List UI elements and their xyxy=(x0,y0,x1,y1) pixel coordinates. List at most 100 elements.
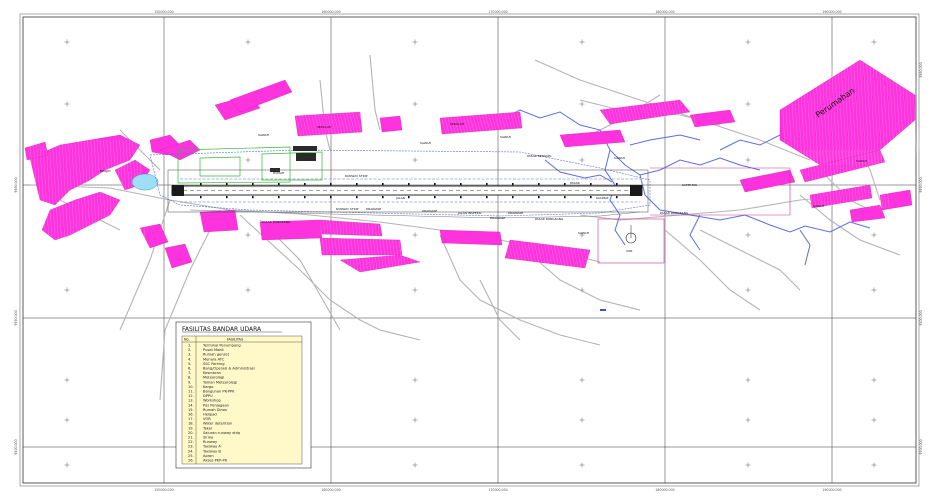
hatch-line xyxy=(549,239,556,269)
hatch-line xyxy=(872,59,879,166)
hatch-line xyxy=(641,99,648,125)
hatch-line xyxy=(647,99,655,125)
legend-row-number: 26. xyxy=(188,459,194,463)
legend-row-number: 3. xyxy=(188,353,191,357)
hatch-line xyxy=(406,219,413,273)
top-tick-4: 180000.000 xyxy=(655,10,674,14)
hatch-line xyxy=(377,219,384,273)
hatch-line xyxy=(882,59,889,166)
hatch-line xyxy=(530,239,537,269)
hatch-line xyxy=(468,111,475,135)
legend-row-number: 19. xyxy=(188,426,194,430)
hatch-line xyxy=(342,111,350,137)
legend-row-name: Taxiway A xyxy=(202,445,221,449)
hatch-line xyxy=(609,99,616,125)
hatch-line xyxy=(808,59,815,166)
label-runway-strip: RUNWAY STRIP xyxy=(345,174,368,178)
hatch-line xyxy=(459,111,466,135)
runway-edge-marker xyxy=(564,196,566,199)
bottom-tick-3: 170000.000 xyxy=(488,488,507,492)
hatch-line xyxy=(847,59,854,166)
hatch-line xyxy=(90,139,97,241)
legend-row-name: Kargo xyxy=(203,385,213,389)
hatch-line xyxy=(396,219,403,273)
hatch-line xyxy=(860,149,867,209)
hatch-line xyxy=(339,111,346,137)
hatch-line xyxy=(55,139,62,241)
runway-edge-marker xyxy=(460,183,462,186)
vor-site xyxy=(597,218,665,264)
hatch-line xyxy=(39,139,46,241)
hatch-line xyxy=(524,239,531,269)
hatch-line xyxy=(562,239,569,269)
taxiway-lines xyxy=(180,178,640,203)
hatch-line xyxy=(61,139,69,241)
legend-col-no: No. xyxy=(184,338,190,342)
hatch-line xyxy=(831,149,839,209)
right-tick-1: 9980.000 xyxy=(919,62,923,77)
label-sawah-4: SAWAH xyxy=(614,156,625,160)
left-tick-3: 9500.000 xyxy=(14,439,18,454)
hatch-line xyxy=(863,59,870,166)
runway-strip xyxy=(167,169,649,213)
hatch-line xyxy=(847,149,855,209)
hatch-line xyxy=(330,111,337,137)
hatch-line xyxy=(449,111,456,135)
hatch-line xyxy=(65,139,72,241)
hatch-line xyxy=(503,111,511,135)
hatch-line xyxy=(851,149,858,209)
bottom-tick-2: 160000.000 xyxy=(321,488,340,492)
right-tick-2: 9990.000 xyxy=(919,177,923,192)
hatch-line xyxy=(519,111,527,135)
hatch-line xyxy=(536,239,544,269)
hatch-line xyxy=(812,149,819,209)
hatch-line xyxy=(517,239,524,269)
hatch-line xyxy=(840,59,847,166)
hatch-line xyxy=(670,99,677,125)
legend-row-number: 23. xyxy=(188,445,194,449)
left-tick-2: 9990.000 xyxy=(14,310,18,325)
hatch-line xyxy=(304,111,311,137)
hatch-line xyxy=(584,239,592,269)
hatch-line xyxy=(844,149,851,209)
hatch-line xyxy=(606,99,613,125)
hatch-line xyxy=(332,219,339,273)
hatch-line xyxy=(465,111,472,135)
legend-row-number: 4. xyxy=(188,357,191,361)
hatch-line xyxy=(358,111,366,137)
hatch-line xyxy=(132,139,139,241)
hatch-line xyxy=(815,59,822,166)
hatch-line xyxy=(497,111,504,135)
legend-row-name: Akses PKP-PK xyxy=(203,459,228,463)
legend-row-number: 21. xyxy=(188,436,194,440)
hatch-line xyxy=(870,149,877,209)
left-tick-1: 9980.000 xyxy=(14,177,18,192)
label-sekolah-2: SEKOLAH xyxy=(450,122,464,126)
hatch-line xyxy=(510,111,517,135)
hatch-line xyxy=(475,111,482,135)
hatch-line xyxy=(393,219,400,273)
legend-row-number: 20. xyxy=(188,431,194,435)
hatch-line xyxy=(575,239,582,269)
hatch-line xyxy=(97,139,104,241)
runway-edge-marker xyxy=(330,196,332,199)
hatch-line xyxy=(857,149,864,209)
facilities-legend: FASILITAS BANDAR UDARA No. FASILITAS 1.T… xyxy=(175,321,312,469)
hatch-line xyxy=(45,139,53,241)
hatch-line xyxy=(36,139,43,241)
hatch-line xyxy=(387,219,394,273)
legend-row-name: Taxiway B xyxy=(202,449,221,453)
hatch-line xyxy=(802,59,809,166)
tick-labels: 150000.000 160000.000 170000.000 180000.… xyxy=(14,10,923,492)
hatch-line xyxy=(683,99,690,125)
hatch-line xyxy=(307,111,314,137)
hatch-line xyxy=(876,149,883,209)
legend-row-number: 9. xyxy=(188,380,191,384)
hatch-line xyxy=(301,111,308,137)
hatch-line xyxy=(552,239,560,269)
runway-edge-marker xyxy=(512,196,514,199)
legend-row-name: Sirine xyxy=(203,436,214,440)
legend-row-name: Rumah Dinas xyxy=(203,408,227,412)
hatch-line xyxy=(581,239,588,269)
hatch-line xyxy=(901,59,908,166)
